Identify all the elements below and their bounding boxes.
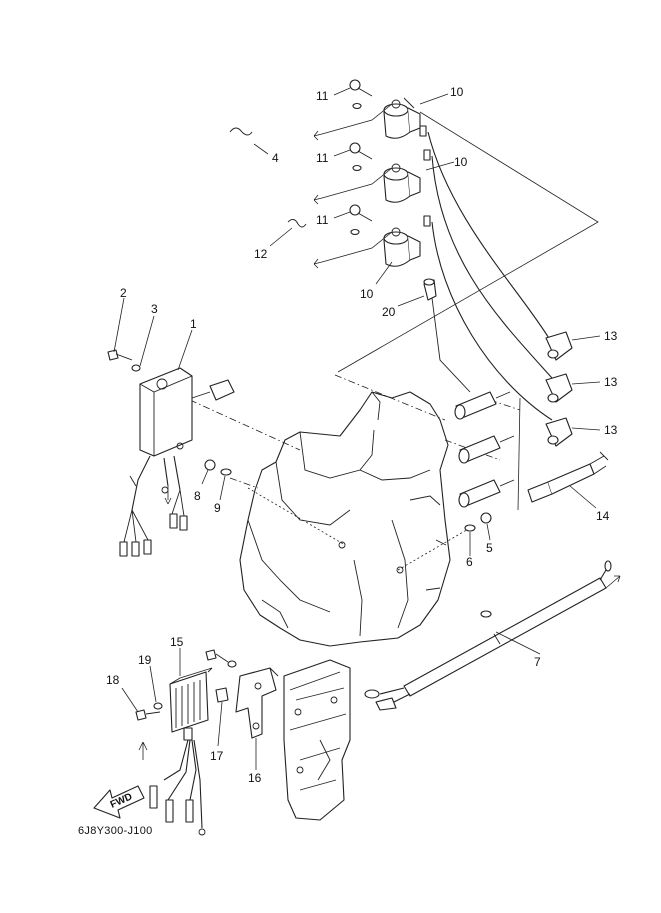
washer-19 — [153, 702, 163, 710]
washer-3 — [131, 364, 141, 372]
callout-13-bottom: 13 — [604, 423, 618, 437]
fwd-arrow-icon: FWD — [93, 785, 145, 819]
callout-18: 18 — [106, 673, 120, 687]
callout-6: 6 — [466, 555, 473, 569]
callout-14: 14 — [596, 509, 610, 523]
ignition-coil-bottom — [313, 227, 421, 269]
callout-11-middle: 11 — [316, 151, 329, 165]
rectifier-regulator — [138, 667, 213, 836]
callout-13-top: 13 — [604, 329, 618, 343]
callout-4: 4 — [272, 151, 279, 165]
callout-7: 7 — [534, 655, 541, 669]
callout-labels: 1 2 3 4 5 6 7 8 9 10 10 10 11 11 11 12 1… — [106, 85, 618, 785]
washer-9 — [220, 468, 232, 476]
leader-lines — [113, 87, 601, 770]
callout-17: 17 — [210, 749, 224, 763]
callout-9: 9 — [214, 501, 221, 515]
bracket-16 — [235, 667, 279, 739]
screw-18 — [135, 709, 147, 721]
wire-lead-7 — [364, 560, 621, 711]
callout-16: 16 — [248, 771, 262, 785]
coil-screws — [349, 79, 373, 236]
callout-8: 8 — [194, 489, 201, 503]
callout-2: 2 — [120, 286, 127, 300]
clip-12 — [287, 219, 307, 228]
callout-1: 1 — [190, 317, 197, 331]
damper-17 — [215, 687, 229, 703]
callout-19: 19 — [138, 653, 152, 667]
callout-10-bottom: 10 — [360, 287, 374, 301]
spark-plugs — [454, 391, 515, 508]
callout-5: 5 — [486, 541, 493, 555]
callout-11-bottom: 11 — [316, 213, 329, 227]
cdi-unit — [119, 367, 235, 557]
ignition-coil-top — [313, 97, 421, 141]
callout-12: 12 — [254, 247, 268, 261]
sensor-lead-14 — [527, 451, 609, 503]
clip-4 — [229, 127, 253, 136]
callout-10-top: 10 — [450, 85, 464, 99]
callout-3: 3 — [151, 302, 158, 316]
drawing-code: 6J8Y300-J100 — [78, 825, 153, 837]
callout-13-middle: 13 — [604, 375, 618, 389]
screw-2 — [107, 349, 133, 361]
callout-10-middle: 10 — [454, 155, 468, 169]
plug-caps — [545, 331, 573, 447]
cylinder-block — [239, 391, 451, 647]
screw-8 — [204, 459, 216, 471]
ignition-coil-middle — [313, 163, 421, 205]
sensor-20 — [423, 278, 471, 393]
electrical-bracket — [283, 659, 351, 821]
callout-11-top: 11 — [316, 89, 329, 103]
callout-20: 20 — [382, 305, 396, 319]
callout-15: 15 — [170, 635, 184, 649]
